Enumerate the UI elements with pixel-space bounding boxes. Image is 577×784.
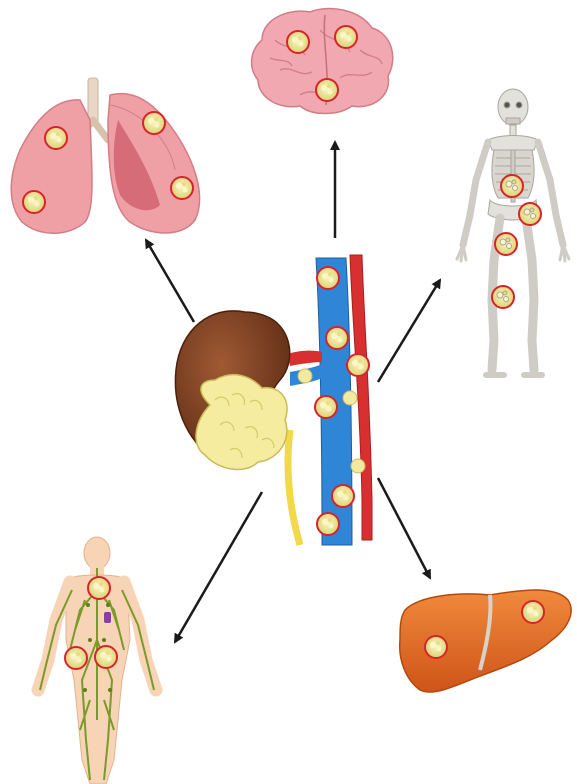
lesion-icon (65, 647, 87, 669)
lesion-icon (316, 79, 338, 101)
lesion-icon (501, 175, 523, 197)
lesion-icon (492, 286, 514, 308)
brain (252, 9, 393, 114)
lesion-icon (143, 112, 165, 134)
lesion-icon (347, 354, 369, 376)
lesion-icon (522, 601, 544, 623)
lesion-icon (335, 26, 357, 48)
lesion-icon (326, 327, 348, 349)
arrow-icon (378, 280, 440, 382)
arrow-icon (378, 478, 430, 578)
lesion-icon (315, 396, 337, 418)
lesion-icon (495, 233, 517, 255)
lesion-icon (287, 31, 309, 53)
lesion-icon (88, 577, 110, 599)
lesion-icon (425, 636, 447, 658)
arrow-icon (146, 240, 194, 322)
lesion-icon (332, 485, 354, 507)
lesion-icon (317, 267, 339, 289)
lungs (11, 78, 199, 233)
lesion-icon (23, 191, 45, 213)
blood-vessels (288, 255, 372, 545)
lesion-icon (45, 127, 67, 149)
kidney (175, 311, 289, 470)
lesion-icon (171, 177, 193, 199)
liver (400, 590, 571, 692)
skeleton (457, 89, 569, 375)
lesion-icon (95, 646, 117, 668)
lesion-icon (519, 203, 541, 225)
arrow-icon (175, 492, 262, 642)
lymphatic-system (38, 537, 156, 784)
lesion-icon (317, 513, 339, 535)
